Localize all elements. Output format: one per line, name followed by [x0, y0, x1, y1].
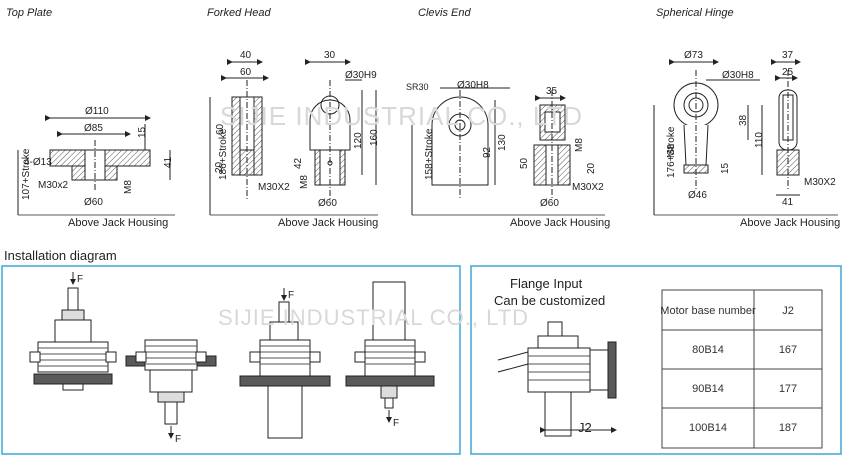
force-label: F: [288, 290, 294, 301]
dim-label: 50: [519, 157, 530, 169]
flange-title-line2: Can be customized: [494, 293, 605, 308]
dim-label: Ø60: [540, 198, 559, 209]
caption: Above Jack Housing: [278, 217, 378, 229]
installation-panel: [1, 265, 461, 455]
force-label: F: [77, 274, 83, 285]
table-cell-j2: 167: [779, 344, 797, 356]
clevis-end-drawing: Clevis End SR30 Ø30H8 130 92 158+Stroke …: [406, 7, 610, 229]
table-cell-j2: 177: [779, 383, 797, 395]
dim-label: 92: [482, 146, 493, 158]
stroke-label: 107+Stroke: [21, 148, 32, 200]
dim-label: Ø30H9: [345, 70, 377, 81]
clevis-end-title: Clevis End: [418, 7, 471, 19]
dim-label: 15: [720, 162, 731, 174]
dim-label: 41: [782, 197, 794, 208]
forked-head-drawing: Forked Head 40 60 60 20 M30X2 186+Stroke…: [207, 7, 380, 229]
dim-label: 60: [240, 67, 252, 78]
flange-panel: [470, 265, 842, 455]
dim-label: 60: [215, 123, 226, 135]
dim-label: Ø30H8: [457, 80, 489, 91]
top-plate-drawing: Top Plate Ø110 Ø85 15 4-Ø13 41 M30x2 Ø60…: [6, 7, 175, 229]
dim-label: M8: [123, 180, 134, 194]
installation-title: Installation diagram: [4, 248, 117, 263]
dim-label: M8: [299, 175, 310, 189]
dim-label: 160: [369, 129, 380, 146]
dim-label: Ø85: [84, 123, 103, 134]
dim-label: 37: [782, 50, 794, 61]
dim-label: M30X2: [572, 182, 604, 193]
dim-label: 38: [738, 114, 749, 126]
motor-table: [661, 289, 823, 449]
stroke-label: 158+Stroke: [424, 128, 435, 180]
dim-label: 25: [782, 67, 794, 78]
dim-label: 30: [324, 50, 336, 61]
dim-label: M30X2: [804, 177, 836, 188]
table-header-j2: J2: [782, 305, 794, 317]
table-cell-motor: 80B14: [692, 344, 724, 356]
dim-label: 110: [754, 132, 765, 148]
caption: Above Jack Housing: [68, 217, 168, 229]
dim-label: Ø110: [85, 106, 109, 117]
dim-label: 20: [214, 161, 225, 173]
flange-motor-figure: J2: [497, 321, 617, 437]
dim-label: 35: [546, 86, 558, 97]
watermark: SIJIE INDUSTRIAL CO., LTD: [218, 305, 529, 330]
force-label: F: [175, 434, 181, 445]
force-label: F: [393, 418, 399, 429]
caption: Above Jack Housing: [510, 217, 610, 229]
table-cell-motor: 90B14: [692, 383, 724, 395]
dim-label: SR30: [406, 82, 429, 92]
table-cell-motor: 100B14: [689, 422, 727, 434]
dim-label: 4-Ø13: [24, 157, 52, 168]
table-header-motor-base: Motor base number: [660, 305, 756, 317]
dim-label: M8: [666, 144, 677, 158]
dim-label: Ø73: [684, 50, 703, 61]
dim-label: Ø60: [84, 197, 103, 208]
stroke-label: 176+Stroke: [666, 126, 677, 178]
dim-label: M30x2: [38, 180, 68, 191]
table-cell-j2: 187: [779, 422, 797, 434]
installation-figures: F F F: [29, 272, 435, 445]
top-plate-title: Top Plate: [6, 7, 52, 19]
caption: Above Jack Housing: [740, 217, 840, 229]
dim-label: Ø60: [318, 198, 337, 209]
dim-label: M8: [574, 138, 585, 152]
dim-label: Ø46: [688, 190, 707, 201]
watermark: SIJIE INDUSTRIAL CO., LTD: [220, 101, 583, 131]
dim-label: 130: [497, 134, 508, 151]
dim-label: 120: [353, 132, 364, 149]
j2-dim-label: J2: [578, 420, 592, 435]
dim-label: M30X2: [258, 182, 290, 193]
spherical-hinge-drawing: Spherical Hinge Ø73 Ø30H8 38 110 M8 15 Ø…: [653, 7, 840, 229]
dim-label: Ø30H8: [722, 70, 754, 81]
dim-label: 20: [586, 162, 597, 174]
dim-label: 42: [293, 157, 304, 169]
dim-label: 41: [163, 156, 174, 168]
flange-title-line1: Flange Input: [510, 276, 583, 291]
forked-head-title: Forked Head: [207, 7, 271, 19]
stroke-label: 186+Stroke: [218, 128, 229, 180]
dim-label: 15: [137, 126, 148, 138]
spherical-hinge-title: Spherical Hinge: [656, 7, 734, 19]
dim-label: 40: [240, 50, 252, 61]
